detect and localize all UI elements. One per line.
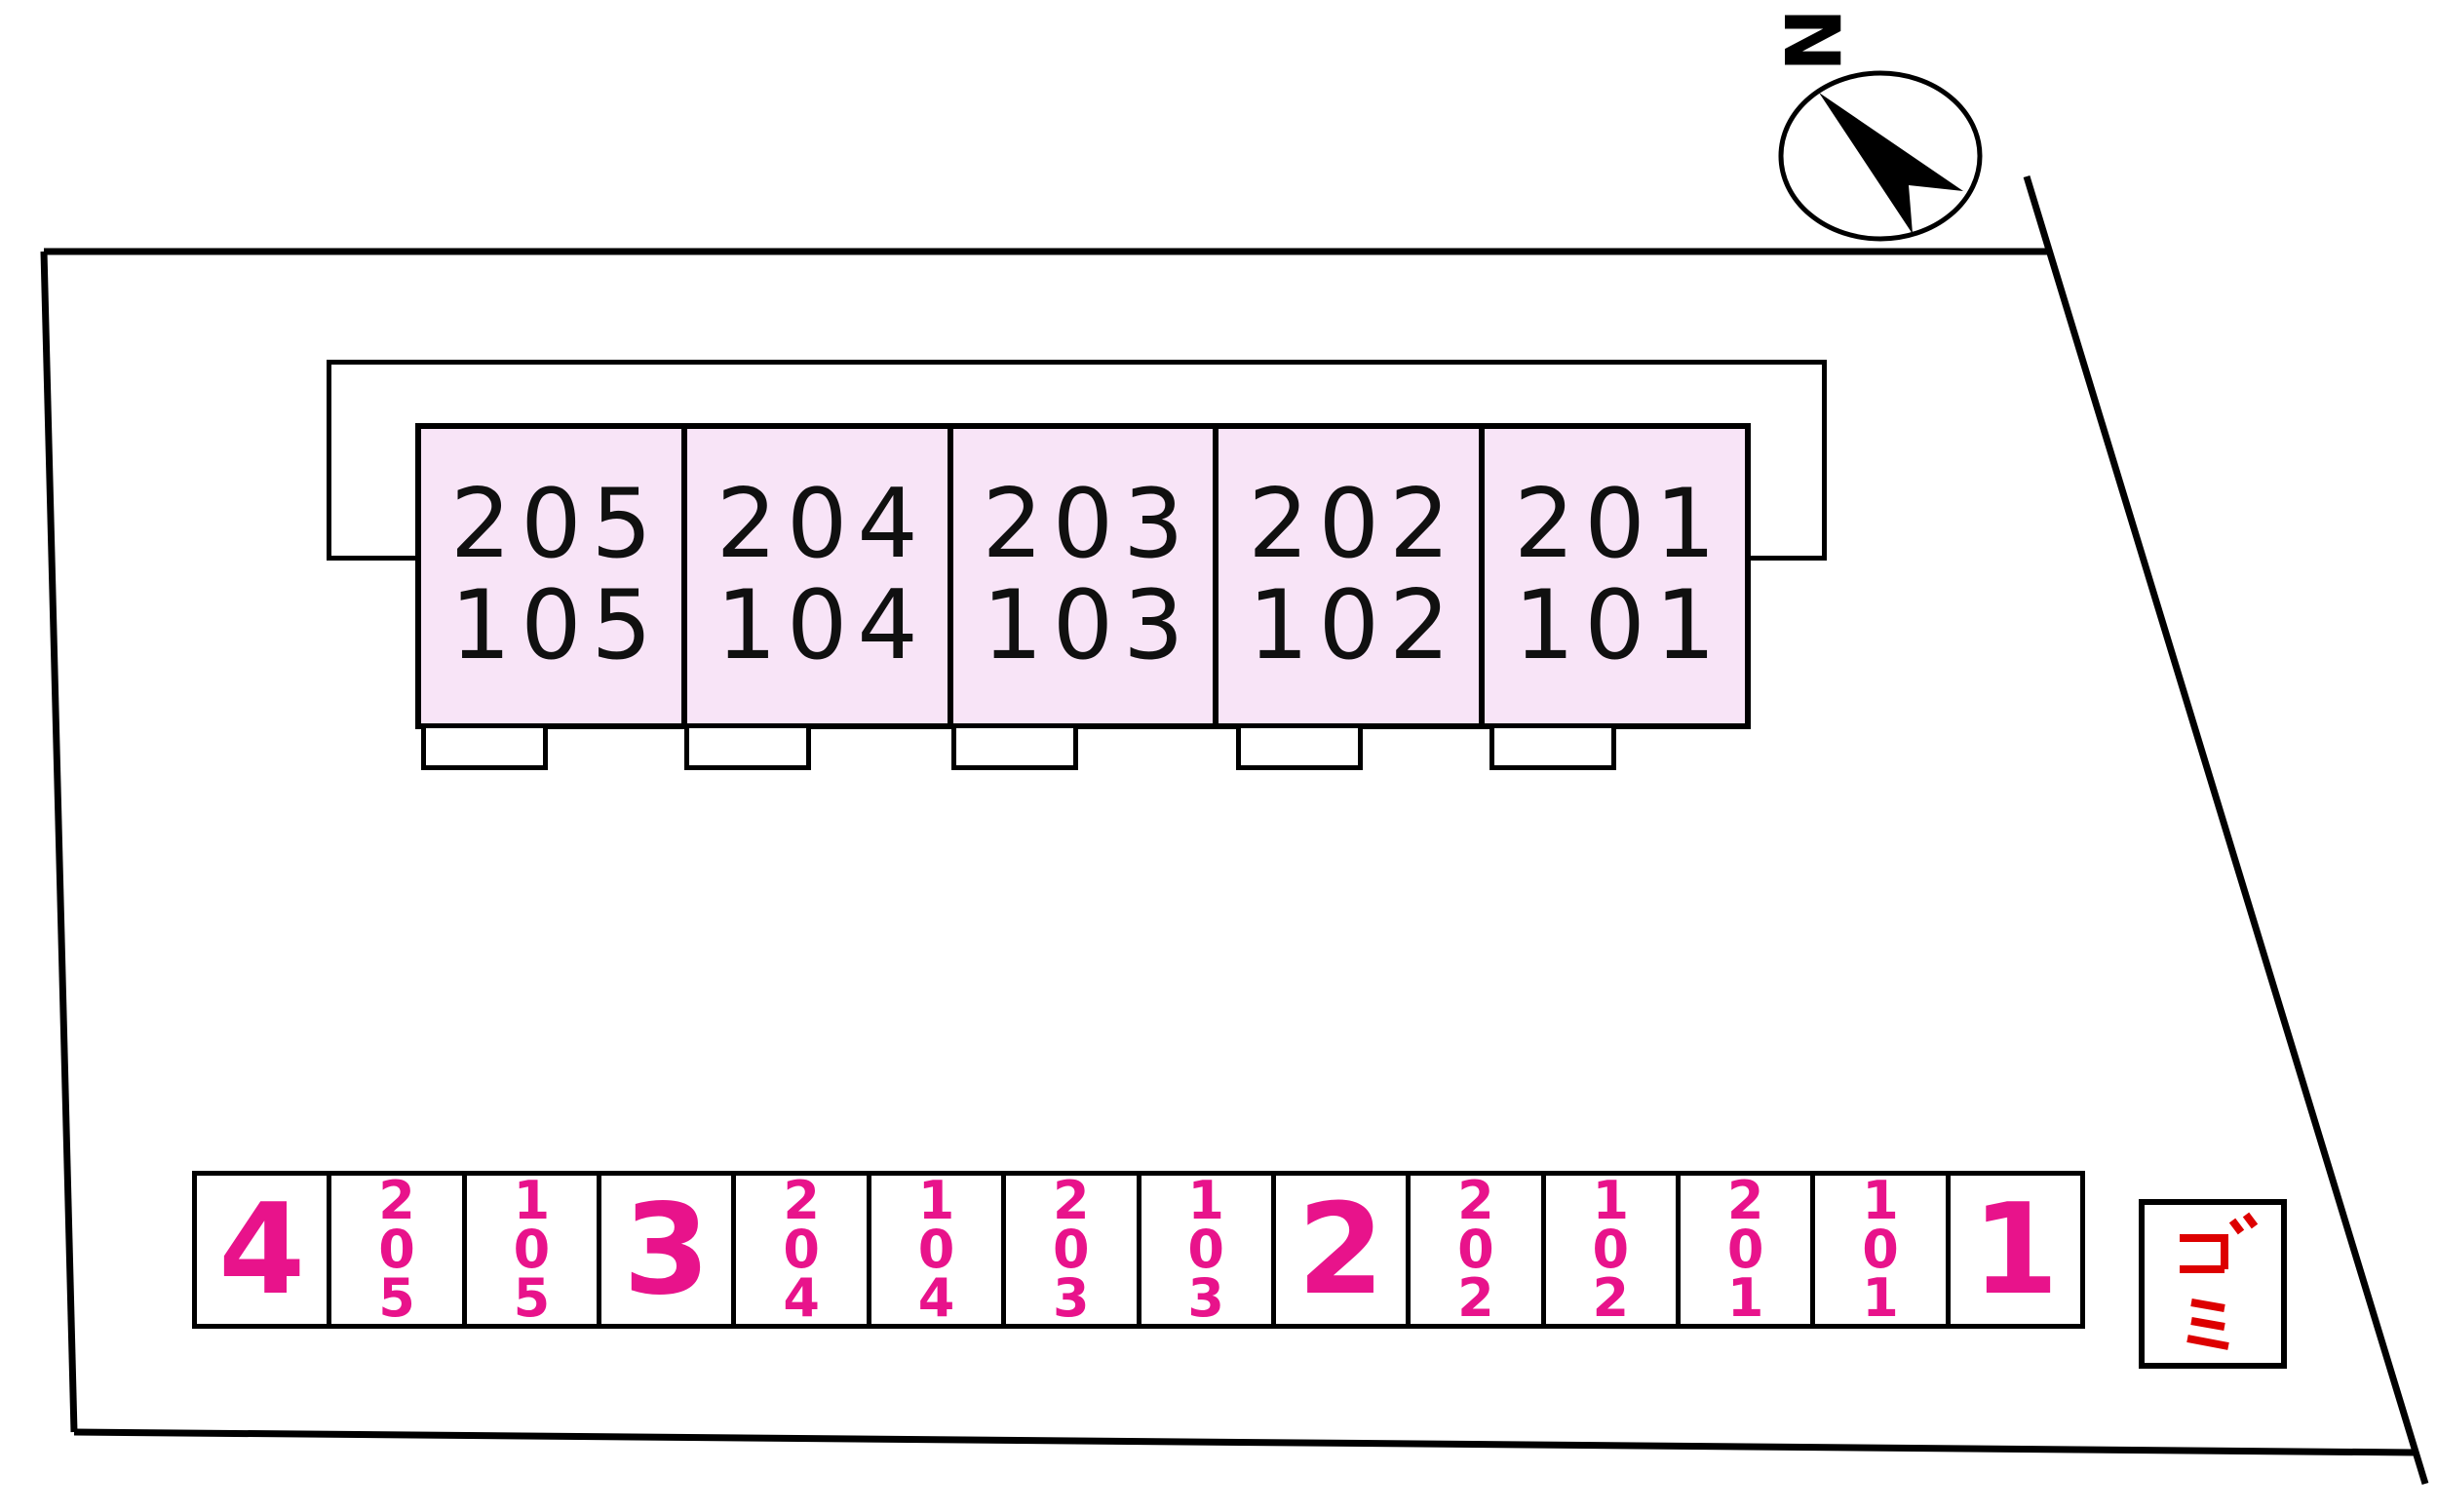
katakana-mi-stroke bbox=[2186, 1335, 2229, 1350]
parking-space-label: 101 bbox=[1862, 1170, 1899, 1329]
parking-space: 204 bbox=[736, 1170, 871, 1329]
parking-space-label: 3 bbox=[623, 1177, 711, 1323]
entrance-porch bbox=[951, 723, 1078, 770]
parking-row: 4 205 105 3 204 104 203 103 2 202 102 20… bbox=[192, 1171, 2085, 1329]
unit-upper-number: 204 bbox=[716, 469, 928, 581]
entrance-porch bbox=[421, 723, 548, 770]
garbage-station: ゴミ bbox=[2139, 1199, 2287, 1369]
parking-space: 201 bbox=[1681, 1170, 1816, 1329]
unit-lower-number: 105 bbox=[449, 570, 662, 681]
parking-space-label: 205 bbox=[378, 1170, 415, 1329]
parking-space: 104 bbox=[871, 1170, 1007, 1329]
unit-lower-number: 104 bbox=[716, 570, 928, 681]
dakuten-stroke bbox=[2228, 1218, 2245, 1235]
entrance-porch bbox=[1489, 723, 1616, 770]
unit-upper-number: 201 bbox=[1514, 469, 1726, 581]
parking-space-label: 105 bbox=[513, 1170, 551, 1329]
unit-upper-number: 202 bbox=[1248, 469, 1460, 581]
gomi-label-glyph bbox=[2180, 1212, 2259, 1350]
unit-upper-number: 205 bbox=[449, 469, 662, 581]
parking-space: 202 bbox=[1411, 1170, 1546, 1329]
entrance-porch bbox=[1236, 723, 1363, 770]
parking-space: 2 bbox=[1276, 1176, 1412, 1324]
parking-space: 105 bbox=[467, 1170, 602, 1329]
compass-needle-icon bbox=[1819, 93, 1963, 234]
parking-space-label: 202 bbox=[1457, 1170, 1494, 1329]
parking-space: 103 bbox=[1141, 1170, 1276, 1329]
building-block: 205 105 204 104 203 103 202 102 201 101 bbox=[415, 423, 1751, 729]
unit-upper-number: 203 bbox=[982, 469, 1194, 581]
compass-north-label: N bbox=[1766, 8, 1854, 72]
parking-space: 101 bbox=[1815, 1170, 1951, 1329]
parking-space-label: 103 bbox=[1187, 1170, 1224, 1329]
parking-space-label: 203 bbox=[1053, 1170, 1090, 1329]
unit-lower-number: 101 bbox=[1514, 570, 1726, 681]
unit-lower-number: 102 bbox=[1248, 570, 1460, 681]
boundary-bottom-line bbox=[73, 1428, 2417, 1456]
boundary-left-line bbox=[40, 251, 78, 1433]
building-unit: 202 102 bbox=[1218, 429, 1486, 723]
parking-space-label: 4 bbox=[218, 1177, 306, 1323]
parking-space: 203 bbox=[1006, 1170, 1141, 1329]
building-unit: 205 105 bbox=[421, 429, 687, 723]
unit-lower-number: 103 bbox=[982, 570, 1194, 681]
boundary-right-line bbox=[2023, 174, 2429, 1486]
parking-space: 4 bbox=[197, 1176, 332, 1324]
parking-space: 205 bbox=[331, 1170, 467, 1329]
building-unit: 201 101 bbox=[1485, 429, 1745, 723]
parking-space-label: 201 bbox=[1726, 1170, 1764, 1329]
katakana-go-stroke bbox=[2180, 1234, 2228, 1269]
entrance-porch bbox=[684, 723, 811, 770]
parking-space-label: 102 bbox=[1592, 1170, 1630, 1329]
parking-space: 1 bbox=[1951, 1176, 2080, 1324]
katakana-mi-stroke bbox=[2190, 1299, 2225, 1312]
parking-space-label: 104 bbox=[917, 1170, 955, 1329]
building-unit: 203 103 bbox=[953, 429, 1219, 723]
parking-space: 3 bbox=[601, 1176, 737, 1324]
parking-space-label: 204 bbox=[783, 1170, 820, 1329]
katakana-mi-stroke bbox=[2190, 1317, 2225, 1331]
dakuten-stroke bbox=[2242, 1212, 2259, 1229]
parking-space-label: 2 bbox=[1297, 1177, 1385, 1323]
building-unit: 204 104 bbox=[687, 429, 953, 723]
parking-space: 102 bbox=[1546, 1170, 1681, 1329]
parking-space-label: 1 bbox=[1971, 1177, 2059, 1323]
